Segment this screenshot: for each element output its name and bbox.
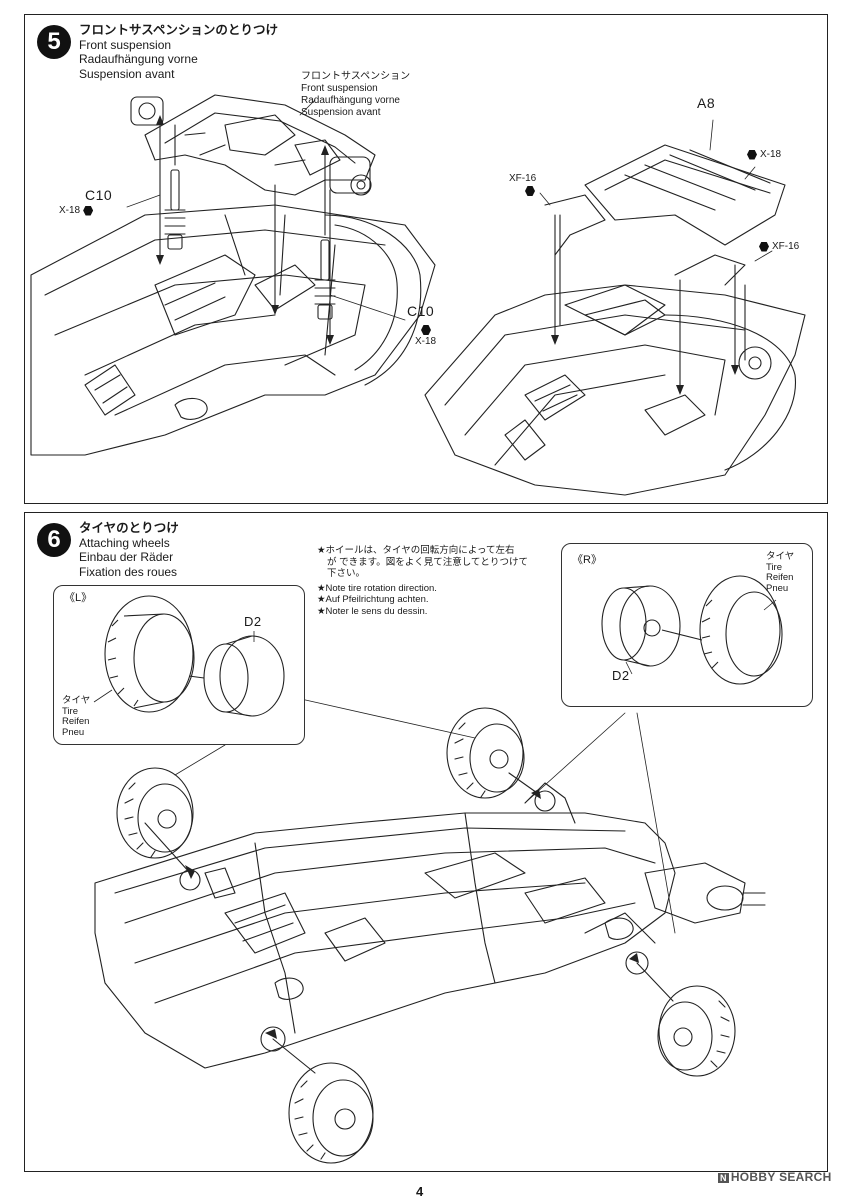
tire-jp: タイヤ [62,695,91,706]
front-suspension-callout: フロントサスペンション Front suspension Radaufhängu… [301,71,410,119]
screw-x18-top: X-18 [747,149,781,160]
tire-front-right-drawing [288,1062,374,1164]
hex-screw-icon [525,186,535,196]
screw-x18-left: X-18 [59,205,94,216]
screw-x18-right: X-18 [415,325,436,347]
note-jp-1: ★ホイールは、タイヤの回転方向によって左右 [317,545,515,556]
step5-illustration [30,94,806,496]
part-d2-right: D2 [612,668,630,683]
screw-label: XF-16 [509,173,537,184]
left-wheel-callout: 《L》 D2 タイヤ Tire Reifen Pneu [53,585,305,745]
right-callout-drawing [601,575,783,685]
callout-tag: 《R》 [572,554,602,566]
left-chassis-drawing [30,204,436,456]
right-wheel-callout: 《R》 D2 タイヤ Tire Reifen Pneu [561,543,813,707]
a8-strut-brace [544,144,786,380]
title-jp: フロントサスペンションのとりつけ [79,23,279,37]
title-en: Attaching wheels [79,535,170,550]
tire-fr: Pneu [766,582,789,594]
hex-screw-icon [83,205,94,216]
wheel-hubs [179,790,649,1052]
note-jp-2: が できます。図をよく見て注意してとりつけて [327,556,529,568]
part-c10-left: C10 [85,187,113,203]
title-jp: タイヤのとりつけ [79,521,179,535]
step6-illustration [94,698,766,1164]
left-arrowheads [156,115,334,345]
tire-en: Tire [766,561,783,573]
title-de: Einbau der Räder [79,550,174,564]
tire-de: Reifen [766,572,794,583]
screw-label: X-18 [415,336,437,347]
note-en: ★Note tire rotation direction. [317,582,437,594]
part-c10-right: C10 [407,303,435,319]
step6-panel: 6 タイヤのとりつけ Attaching wheels Einbau der R… [24,512,828,1172]
callout-de: Radaufhängung vorne [301,95,400,106]
tire-en: Tire [62,705,79,717]
right-tire-label: タイヤ Tire Reifen Pneu [766,551,795,594]
tire-fr: Pneu [62,726,85,738]
screw-xf16-right: XF-16 [759,241,799,252]
left-tire-label: タイヤ Tire Reifen Pneu [62,695,91,738]
tire-front-left-drawing [116,767,194,859]
screw-label: X-18 [760,149,782,160]
hex-screw-icon [747,149,757,160]
screw-label: XF-16 [772,241,800,252]
step-number-badge: 5 [37,25,71,59]
chassis-body [94,782,766,1069]
title-de: Radaufhängung vorne [79,52,198,66]
title-fr: Fixation des roues [79,564,178,579]
callout-tag: 《L》 [64,592,93,604]
hex-screw-icon [759,241,769,252]
callout-jp: フロントサスペンション [301,71,411,82]
note-fr: ★Noter le sens du dessin. [317,605,428,617]
step-title: フロントサスペンションのとりつけ Front suspension Radauf… [79,23,278,81]
title-en: Front suspension [79,37,172,52]
part-d2-left: D2 [244,614,262,629]
step-title: タイヤのとりつけ Attaching wheels Einbau der Räd… [79,521,179,579]
tire-rear-left-drawing [446,707,525,799]
right-arrows [539,119,773,386]
left-callout-drawing [93,595,285,717]
left-shock-absorbers [159,124,336,336]
screw-xf16-left: XF-16 [509,173,536,196]
right-chassis-drawing [424,284,806,496]
tire-rear-right-drawing [657,985,736,1077]
callout-fr: Suspension avant [301,107,381,118]
watermark-badge: N [718,1173,729,1183]
step-number-badge: 6 [37,523,71,557]
screw-label: X-18 [59,205,81,216]
callout-en: Front suspension [301,83,378,94]
note-de: ★Auf Pfeilrichtung achten. [317,594,429,605]
watermark-text: HOBBY SEARCH [730,1170,832,1184]
step5-panel: 5 フロントサスペンションのとりつけ Front suspension Rada… [24,14,828,504]
hex-screw-icon [421,325,431,335]
tire-de: Reifen [62,716,90,727]
tire-jp: タイヤ [766,551,795,562]
part-a8: A8 [697,95,716,111]
rotation-note: ★ホイールは、タイヤの回転方向によって左右 が できます。図をよく見て注意してと… [317,545,528,617]
page-number: 4 [416,1184,424,1199]
note-jp-3: 下さい。 [327,568,366,579]
title-fr: Suspension avant [79,66,175,81]
